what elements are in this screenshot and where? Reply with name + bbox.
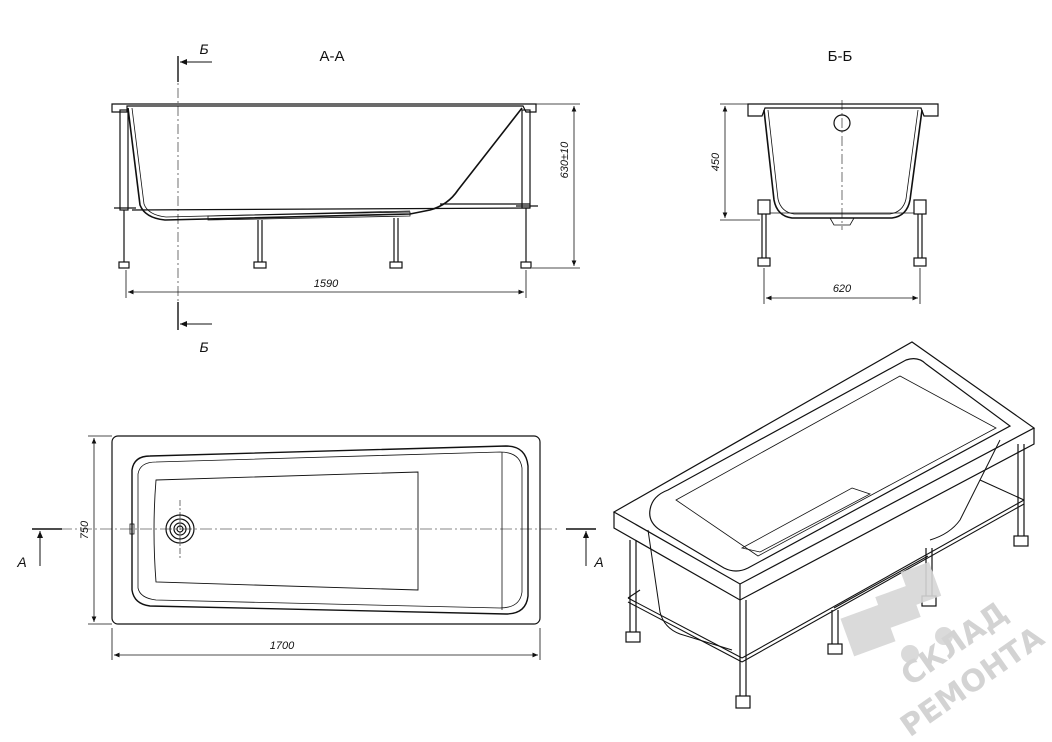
iso-leg-2 <box>735 600 751 709</box>
b-marker-top-label: Б <box>199 41 208 57</box>
section-bb-view <box>747 100 939 267</box>
plan-bottom-area <box>153 471 419 591</box>
aa-leg-left <box>114 109 136 269</box>
plan-outer-rim <box>111 435 541 625</box>
section-aa-view <box>111 70 538 330</box>
forklift-icon <box>840 561 953 663</box>
bb-height-label: 450 <box>710 152 722 171</box>
section-b-marker-top <box>177 56 212 82</box>
plan-length-label: 1700 <box>270 640 295 652</box>
a-marker-left-label: A <box>16 554 26 570</box>
aa-rim <box>111 103 537 113</box>
isometric-view <box>612 341 1036 709</box>
aa-leg-mid2 <box>389 218 403 269</box>
iso-leg-4 <box>827 610 843 655</box>
plan-dimensions <box>88 435 541 660</box>
aa-bottom-plate <box>207 211 411 221</box>
aa-length-label: 1590 <box>314 278 339 290</box>
iso-rim-top <box>612 341 1036 585</box>
aa-height-label: 630±10 <box>559 141 571 179</box>
section-a-marker-right <box>566 528 596 566</box>
bb-dimensions <box>720 103 921 304</box>
bb-leg-right <box>913 199 927 267</box>
bb-leg-left <box>757 199 771 267</box>
plan-view <box>60 435 560 625</box>
a-marker-right-label: A <box>593 554 603 570</box>
bb-width-label: 620 <box>833 283 852 295</box>
iso-inner-bowl <box>649 358 1012 572</box>
bb-tub-body <box>763 109 923 219</box>
plan-width-label: 750 <box>79 520 91 539</box>
bb-rim <box>747 103 939 117</box>
aa-tub-body <box>127 107 523 221</box>
aa-leg-right <box>516 109 538 269</box>
plan-inner-bowl <box>131 445 529 615</box>
section-aa-title: А-А <box>319 48 344 65</box>
iso-leg-3 <box>1013 444 1029 547</box>
section-b-marker-bottom <box>177 302 212 330</box>
section-bb-title: Б-Б <box>828 48 853 65</box>
aa-leg-mid1 <box>253 220 267 269</box>
section-a-marker-left <box>32 528 62 566</box>
b-marker-bottom-label: Б <box>199 339 208 355</box>
aa-dimensions <box>125 103 580 298</box>
iso-leg-1 <box>625 540 641 643</box>
iso-frame <box>627 479 1025 663</box>
